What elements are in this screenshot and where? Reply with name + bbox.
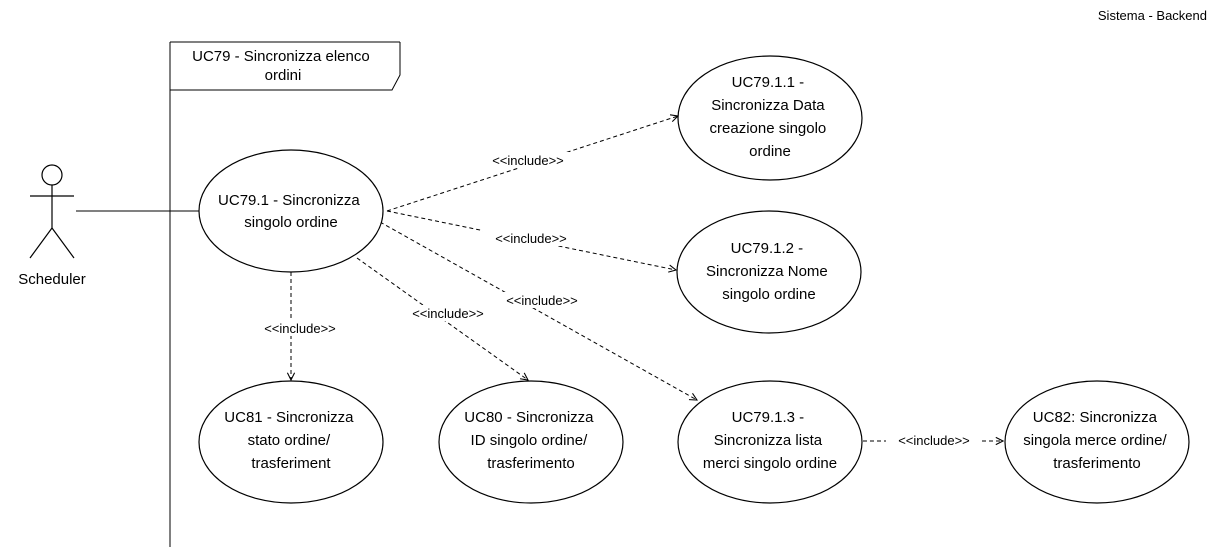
use-case-uc81[interactable]: UC81 - Sincronizza stato ordine/ trasfer… <box>198 380 384 504</box>
svg-text:UC82: Sincronizza singol: UC82: Sincronizza singola merce ordine/ … <box>1023 409 1171 472</box>
use-case-uc79-1[interactable]: UC79.1 - Sincronizza singolo ordine <box>198 149 384 273</box>
actor-label: Scheduler <box>18 271 86 288</box>
use-case-uc79-1-2[interactable]: UC79.1.2 - Sincronizza Nome singolo ordi… <box>676 210 862 334</box>
system-label: Sistema - Backend <box>1098 8 1207 23</box>
include-label-uc82: <<include>> <box>886 433 982 450</box>
svg-text:<<include>>: <<include>> <box>898 433 970 448</box>
svg-text:<<include>>: <<include>> <box>412 306 484 321</box>
use-case-uc79-1-3[interactable]: UC79.1.3 - Sincronizza lista merci singo… <box>677 380 863 504</box>
include-label-uc80: <<include>> <box>400 305 496 321</box>
include-label-uc81: <<include>> <box>252 320 348 336</box>
svg-text:<<include>>: <<include>> <box>492 153 564 168</box>
include-edge-uc79-1-3 <box>379 221 697 400</box>
include-edge-uc79-1-1 <box>386 116 678 212</box>
frame-title: UC79 - Sincronizza elenco ordini <box>192 48 374 84</box>
svg-text:UC79.1.1 - Sincronizza D: UC79.1.1 - Sincronizza Data creazione si… <box>710 74 831 160</box>
use-case-uc79-1-1[interactable]: UC79.1.1 - Sincronizza Data creazione si… <box>677 55 863 181</box>
stick-figure-actor-icon <box>29 164 75 259</box>
svg-text:UC79.1 - Sincronizza sin: UC79.1 - Sincronizza singolo ordine <box>218 192 364 231</box>
system-frame: UC79 - Sincronizza elenco ordini <box>169 41 401 547</box>
svg-text:UC81 - Sincronizza stato: UC81 - Sincronizza stato ordine/ trasfer… <box>224 409 357 472</box>
include-label-uc79-1-3: <<include>> <box>494 292 590 308</box>
svg-text:UC79.1.2 - Sincronizza N: UC79.1.2 - Sincronizza Nome singolo ordi… <box>706 240 832 303</box>
svg-text:<<include>>: <<include>> <box>264 321 336 336</box>
include-label-uc79-1-2: <<include>> <box>483 230 579 246</box>
use-case-uc82[interactable]: UC82: Sincronizza singola merce ordine/ … <box>1004 380 1190 504</box>
actor-scheduler[interactable]: Scheduler <box>18 164 86 288</box>
svg-text:UC80 - Sincronizza ID si: UC80 - Sincronizza ID singolo ordine/ tr… <box>464 409 597 472</box>
svg-text:<<include>>: <<include>> <box>506 293 578 308</box>
svg-text:<<include>>: <<include>> <box>495 231 567 246</box>
use-case-uc80[interactable]: UC80 - Sincronizza ID singolo ordine/ tr… <box>438 380 624 504</box>
include-label-uc79-1-1: <<include>> <box>480 152 576 168</box>
svg-text:UC79.1.3 - Sincronizza l: UC79.1.3 - Sincronizza lista merci singo… <box>703 409 837 472</box>
